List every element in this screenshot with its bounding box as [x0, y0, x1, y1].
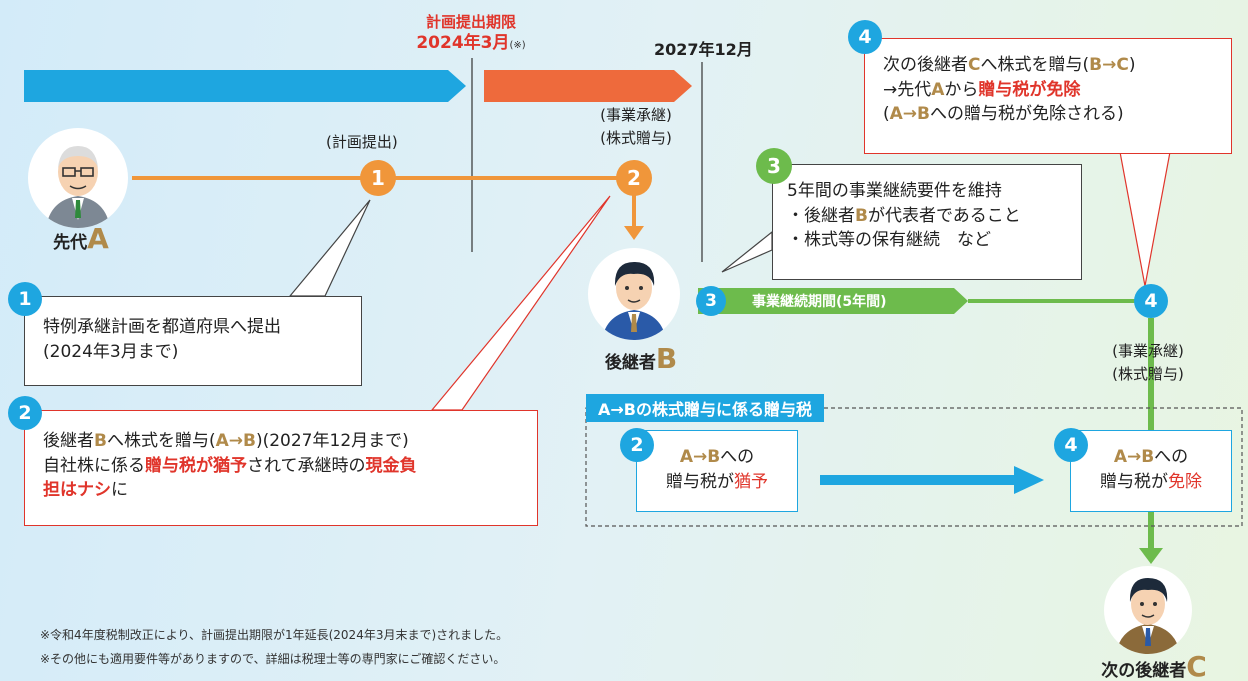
tax-deferred-number: 2	[620, 428, 654, 462]
transfer-label: (事業承継) (株式贈与)	[600, 106, 672, 147]
callout-step-1-text: 特例承継計画を都道府県へ提出 (2024年3月まで)	[43, 317, 281, 362]
callout-2-number: 2	[8, 396, 42, 430]
person-c-label: 次の後継者C	[1101, 650, 1207, 681]
orange-down-arrowhead	[624, 226, 644, 240]
period-arrow	[698, 288, 968, 314]
period-label: 事業継続期間(5年間)	[752, 294, 887, 310]
footnote-1: ※令和4年度税制改正により、計画提出期限が1年延長(2024年3月末まで)されま…	[40, 628, 509, 642]
avatar-predecessor-a	[28, 128, 128, 228]
next-successor-icon	[1116, 578, 1180, 654]
avatar-successor-b	[588, 248, 680, 340]
callout-step-4-text: 次の後継者Cへ株式を贈与(B→C) →先代Aから贈与税が免除 (A→Bへの贈与税…	[883, 55, 1136, 125]
tax-section-frame	[585, 407, 1243, 527]
callout-step-2: 後継者Bへ株式を贈与(A→B)(2027年12月まで) 自社株に係る贈与税が猶予…	[24, 410, 538, 526]
avatar-next-successor-c	[1104, 566, 1192, 654]
timeline-arrow-orange	[484, 70, 692, 102]
callout-tail-2	[430, 195, 611, 411]
end-date: 2027年12月	[654, 40, 753, 59]
timeline-arrow-blue	[24, 70, 466, 102]
c-transfer-label: (事業承継) (株式贈与)	[1112, 342, 1184, 383]
green-down-arrowhead	[1139, 548, 1163, 564]
deadline-label: 計画提出期限 2024年3月(※)	[416, 13, 526, 54]
young-man-icon	[602, 262, 666, 340]
tax-deferred-text: A→Bへの 贈与税が猶予	[666, 447, 768, 492]
callout-tail-4	[1119, 151, 1171, 287]
step-1-marker: 1	[360, 160, 396, 196]
callout-step-3-text: 5年間の事業継続要件を維持 ・後継者Bが代表者であること ・株式等の保有継続 な…	[787, 181, 1021, 251]
tax-arrow-head	[1014, 466, 1044, 494]
callout-1-number: 1	[8, 282, 42, 316]
tax-section-title: A→Bの株式贈与に係る贈与税	[586, 394, 824, 422]
footnote-2: ※その他にも適用要件等がありますので、詳細は税理士等の専門家にご確認ください。	[40, 652, 506, 666]
callout-tail-1	[288, 199, 371, 297]
period-number: 3	[696, 286, 726, 316]
step-2-marker: 2	[616, 160, 652, 196]
plan-label: (計画提出)	[326, 133, 398, 151]
tax-arrow-shaft	[820, 475, 1016, 485]
callout-step-3: 5年間の事業継続要件を維持 ・後継者Bが代表者であること ・株式等の保有継続 な…	[772, 164, 1082, 280]
tax-exempt-text: A→Bへの 贈与税が免除	[1100, 447, 1202, 492]
callout-3-number: 3	[756, 148, 792, 184]
callout-step-4: 次の後継者Cへ株式を贈与(B→C) →先代Aから贈与税が免除 (A→Bへの贈与税…	[864, 38, 1232, 154]
person-b-label: 後継者B	[604, 342, 678, 375]
callout-4-number: 4	[848, 20, 882, 54]
step-4-marker: 4	[1134, 284, 1168, 318]
tax-deferred-box: A→Bへの 贈与税が猶予	[636, 430, 798, 512]
tax-exempt-box: A→Bへの 贈与税が免除	[1070, 430, 1232, 512]
callout-step-2-text: 後継者Bへ株式を贈与(A→B)(2027年12月まで) 自社株に係る贈与税が猶予…	[43, 431, 417, 501]
person-a-label: 先代A	[53, 222, 109, 255]
callout-step-1: 特例承継計画を都道府県へ提出 (2024年3月まで)	[24, 296, 362, 386]
elderly-man-icon	[46, 146, 110, 228]
tax-exempt-number: 4	[1054, 428, 1088, 462]
callout-tail-3	[721, 230, 773, 273]
